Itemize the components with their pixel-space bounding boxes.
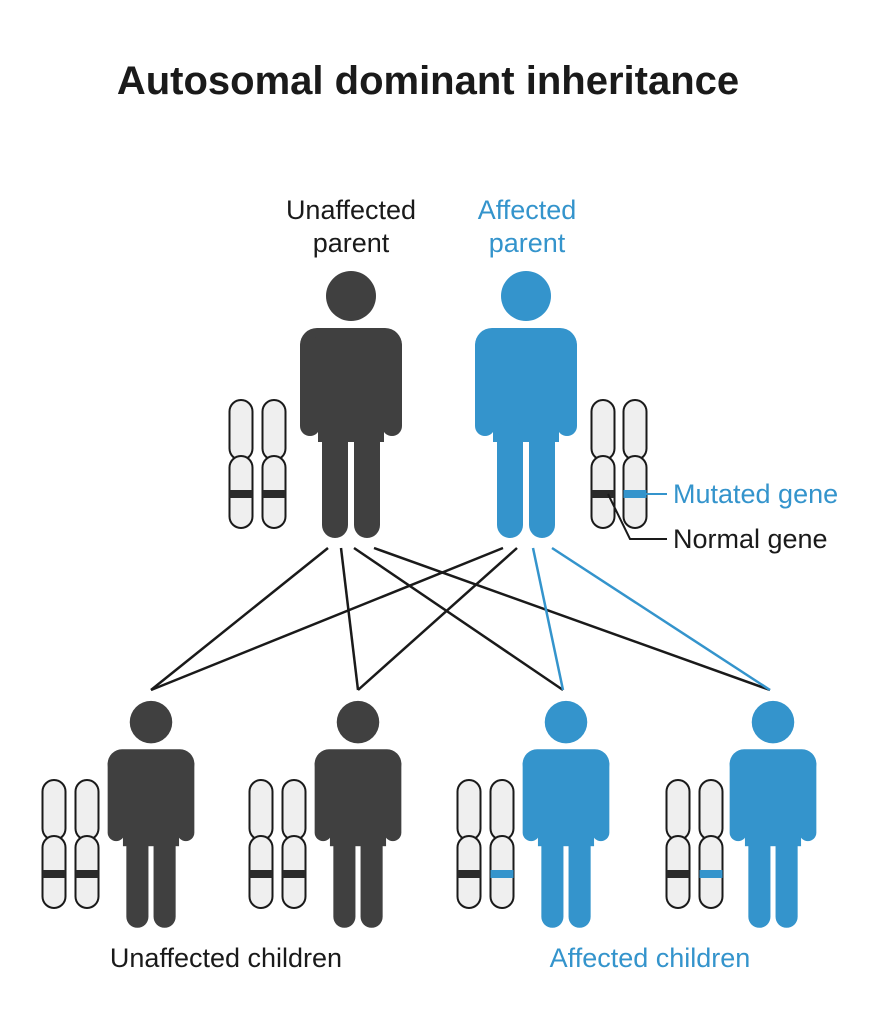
normal-gene-label: Normal gene (673, 524, 828, 554)
normal-gene-band (229, 490, 253, 498)
affected-parent-chromosomes (590, 399, 648, 529)
chromosome (261, 399, 287, 529)
unaffected-child-1-chromosomes (41, 779, 100, 909)
normal-gene-band (42, 870, 66, 878)
unaffected-child-1-figure (107, 700, 195, 928)
unaffected-children-label: Unaffected children (110, 943, 342, 973)
line-affected-to-child1 (150, 546, 504, 692)
mutated-gene-band (490, 870, 514, 878)
chromosome (622, 399, 648, 529)
normal-gene-band (666, 870, 690, 878)
line-unaffected-to-child1 (150, 547, 329, 691)
unaffected-child-2-figure (314, 700, 402, 928)
line-unaffected-to-child3 (353, 546, 564, 692)
mutated-gene-band (699, 870, 723, 878)
gene-legend: Mutated gene Normal gene (607, 479, 838, 554)
normal-gene-band (249, 870, 273, 878)
mutated-gene-label: Mutated gene (673, 479, 838, 509)
page-title: Autosomal dominant inheritance (117, 59, 739, 103)
chromosome (281, 779, 307, 909)
affected-child-1-chromosomes (456, 779, 515, 909)
affected-children-label: Affected children (550, 943, 751, 973)
normal-gene-band (282, 870, 306, 878)
unaffected-parent-label-line2: parent (313, 228, 390, 258)
inheritance-lines (150, 546, 771, 692)
chromosome (74, 779, 100, 909)
unaffected-child-2-chromosomes (248, 779, 307, 909)
chromosome (248, 779, 274, 909)
affected-parent-label-line1: Affected (478, 195, 577, 225)
chromosome (41, 779, 67, 909)
normal-gene-band (262, 490, 286, 498)
chromosome (665, 779, 691, 909)
unaffected-parent-figure (300, 271, 402, 538)
normal-gene-band (75, 870, 99, 878)
chromosome (489, 779, 515, 909)
affected-parent-label-line2: parent (489, 228, 566, 258)
chromosome (228, 399, 254, 529)
affected-child-2-figure (729, 700, 817, 928)
normal-gene-band (457, 870, 481, 878)
line-unaffected-to-child4 (373, 546, 771, 692)
chromosome (698, 779, 724, 909)
line-affected-to-child2 (357, 547, 518, 691)
affected-child-2-chromosomes (665, 779, 724, 909)
chromosome (456, 779, 482, 909)
line-affected-to-child3 (531, 547, 565, 691)
unaffected-parent-chromosomes (228, 399, 287, 529)
line-unaffected-to-child2 (339, 547, 360, 691)
normal-gene-pointer (607, 493, 667, 540)
chromosome (590, 399, 616, 529)
line-affected-to-child4 (551, 546, 771, 692)
affected-parent-figure (475, 271, 577, 538)
normal-gene-band (591, 490, 615, 498)
unaffected-parent-label-line1: Unaffected (286, 195, 416, 225)
affected-child-1-figure (522, 700, 610, 928)
mutated-gene-band (623, 490, 647, 498)
